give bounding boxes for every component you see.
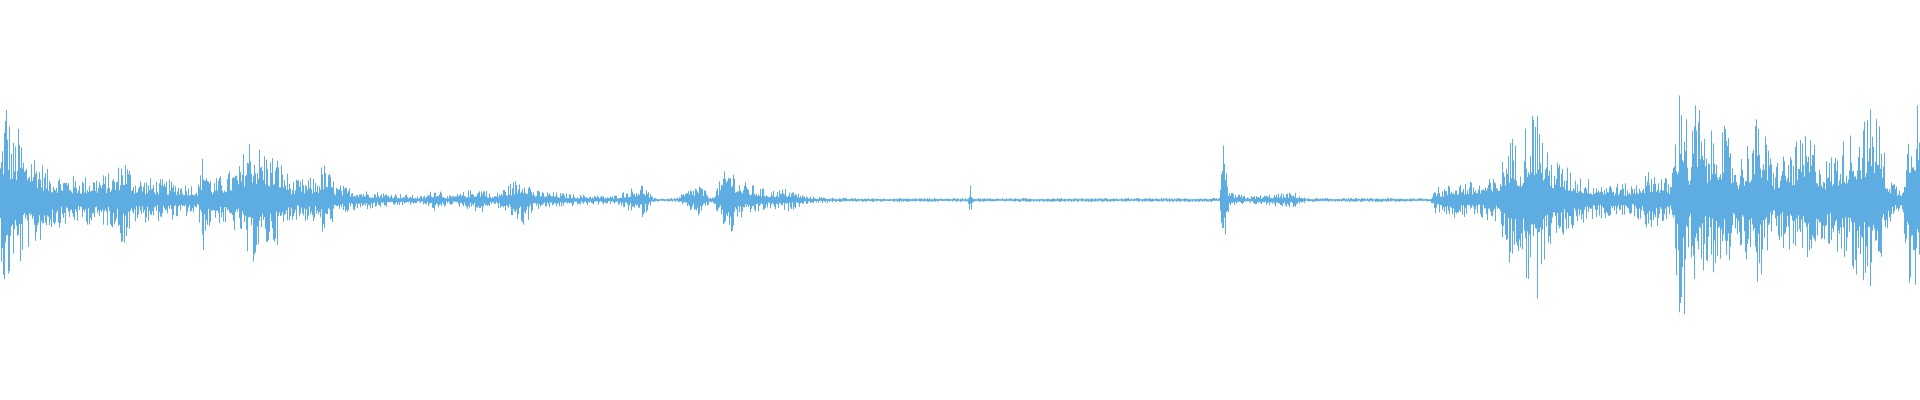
audio-waveform <box>0 95 1920 315</box>
